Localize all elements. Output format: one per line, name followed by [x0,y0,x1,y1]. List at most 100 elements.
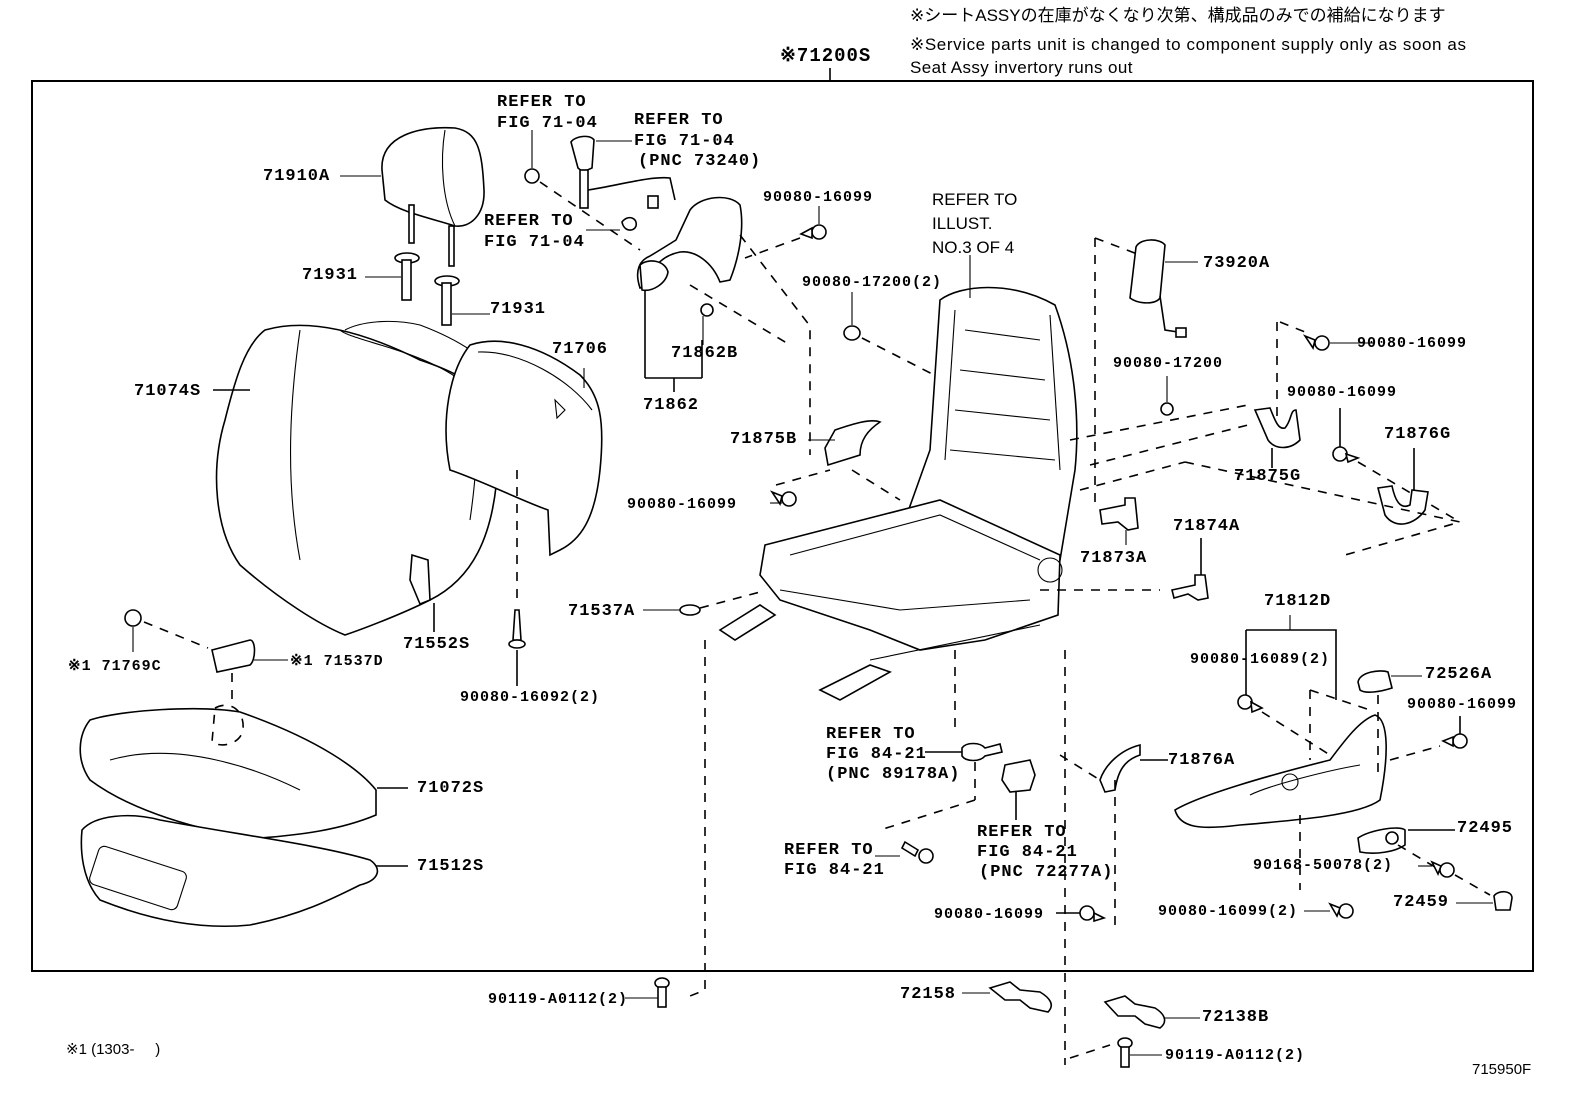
screw-84-21-shape [875,840,934,864]
part-71537d[interactable]: ※1 71537D [290,653,384,670]
seat-frame-shape [718,255,1078,701]
part-72158[interactable]: 72158 [900,985,957,1004]
bolt-90119-a0112-left-shape [625,977,670,1008]
refer-label-belt-anchor: REFER TO [497,92,587,113]
fig-ref-71-04-b[interactable]: FIG 71-04 [634,132,735,151]
bracket-71875b-shape [808,420,901,501]
plate-71537d-shape [211,639,288,700]
note-english-line2: Seat Assy invertory runs out [910,58,1133,77]
pnc-73240[interactable]: (PNC 73240) [638,152,762,171]
part-71875g[interactable]: 71875G [1234,467,1302,486]
part-90080-16099-right-mid[interactable]: 90080-16099 [1287,384,1398,401]
bracket-71876a-shape [1059,743,1168,793]
cover-72526a-shape [1357,670,1422,775]
part-90080-16099-bottom[interactable]: 90080-16099 [934,906,1045,923]
part-71876g[interactable]: 71876G [1384,425,1452,444]
bolt-90119-a0112-right-shape [1069,1037,1162,1068]
part-71862[interactable]: 71862 [643,396,700,415]
part-71706[interactable]: 71706 [552,340,609,359]
refer-label-screw: REFER TO [784,841,874,860]
bracket-71875g-shape [1253,407,1301,468]
part-90080-17200-2[interactable]: 90080-17200(2) [802,274,943,291]
part-71074s[interactable]: 71074S [134,382,202,401]
part-90080-16089-2[interactable]: 90080-16089(2) [1190,651,1331,668]
part-90119-a0112-2-right[interactable]: 90119-A0112(2) [1165,1047,1306,1064]
side-airbag-73920a-shape [1129,239,1198,338]
part-90080-17200[interactable]: 90080-17200 [1113,355,1224,372]
refer-label-cover: REFER TO [484,212,574,231]
part-72138b[interactable]: 72138B [1202,1008,1270,1027]
screw-90168-50078-shape [1418,860,1491,896]
illust-label: ILLUST. [932,214,993,233]
part-90080-16099-right-top[interactable]: 90080-16099 [1357,335,1468,352]
part-73920a[interactable]: 73920A [1203,254,1271,273]
screw-90080-16099-right-mid-shape [1332,408,1461,523]
cap-72459-shape [1493,890,1513,911]
part-71910a[interactable]: 71910A [263,167,331,186]
part-71552s[interactable]: 71552S [403,635,471,654]
fig-ref-84-21-b[interactable]: FIG 84-21 [977,843,1078,862]
nut-90080-17200-shape [843,292,941,379]
part-71862b[interactable]: 71862B [671,344,739,363]
figure-code: 715950F [1472,1061,1532,1078]
part-71876a[interactable]: 71876A [1168,751,1236,770]
screw-90080-16099-top-shape [744,206,827,259]
guide-line [684,640,706,999]
note-english-line1: ※Service parts unit is changed to compon… [910,35,1467,54]
screw-90080-16099-mid-shape [769,469,831,507]
pnc-72277a[interactable]: (PNC 72277A) [979,863,1114,882]
screw-90080-16099-right-lower-shape [1389,716,1468,761]
pnc-89178a[interactable]: (PNC 89178A) [826,765,961,784]
part-72495[interactable]: 72495 [1457,819,1514,838]
part-71874a[interactable]: 71874A [1173,517,1241,536]
part-90119-a0112-2-left[interactable]: 90119-A0112(2) [488,991,629,1008]
part-72526a[interactable]: 72526A [1425,665,1493,684]
assembly-part-number[interactable]: ※71200S [780,45,872,67]
part-90080-16099-right-lower[interactable]: 90080-16099 [1407,696,1518,713]
part-71512s[interactable]: 71512S [417,857,485,876]
part-90080-16099-mid[interactable]: 90080-16099 [627,496,738,513]
fig-ref-84-21-c[interactable]: FIG 84-21 [784,861,885,880]
clip-71537a-shape [679,604,701,616]
assembly-frame [31,80,1534,972]
nut-90080-17200-right-shape [1069,376,1249,466]
screw-90080-16099-right-top-shape [1276,321,1375,420]
fig-ref-84-21-a[interactable]: FIG 84-21 [826,745,927,764]
bracket-71876g-shape [1377,448,1429,525]
seatback-board-shape [445,340,603,557]
part-90080-16099-top[interactable]: 90080-16099 [763,189,874,206]
seat-belt-buckle-shape [524,130,676,251]
headrest-guide-shape [365,252,490,326]
part-71931-left[interactable]: 71931 [302,266,359,285]
seat-cushion-pad-shape [80,814,408,928]
part-72459[interactable]: 72459 [1393,893,1450,912]
fig-ref-71-04-c[interactable]: FIG 71-04 [484,233,585,252]
screw-90080-16092-shape [508,470,526,686]
part-90080-16092-2[interactable]: 90080-16092(2) [460,689,601,706]
part-90168-50078-2[interactable]: 90168-50078(2) [1253,857,1394,874]
knob-72495-shape [1357,827,1455,871]
part-71812d[interactable]: 71812D [1264,592,1332,611]
screw-90080-16099-bottom-shape [1056,650,1116,1065]
bracket-72277a-shape [1001,759,1036,820]
bracket-71873a-shape [1099,497,1139,545]
connector-89178a-shape [879,650,1003,831]
fig-ref-71-04-a[interactable]: FIG 71-04 [497,114,598,133]
illust-ref-no3of4[interactable]: NO.3 OF 4 [932,238,1015,257]
part-71931-right[interactable]: 71931 [490,300,547,319]
bracket-72158-shape [962,981,1052,1013]
side-cover-71862-shape [636,196,811,455]
part-71537a[interactable]: 71537A [568,602,636,621]
note-japanese: ※シートASSYの在庫がなくなり次第、構成品のみでの補給になります [910,6,1446,25]
guide-line [1094,237,1141,256]
headrest-shape [340,126,485,267]
part-71873a[interactable]: 71873A [1080,549,1148,568]
part-90080-16099-2[interactable]: 90080-16099(2) [1158,903,1299,920]
part-71072s[interactable]: 71072S [417,779,485,798]
refer-label-illust: REFER TO [932,190,1018,209]
bracket-72138b-shape [1103,995,1200,1029]
part-71875b[interactable]: 71875B [730,430,798,449]
part-71769c[interactable]: ※1 71769C [68,658,162,675]
refer-label-connector: REFER TO [826,725,916,744]
